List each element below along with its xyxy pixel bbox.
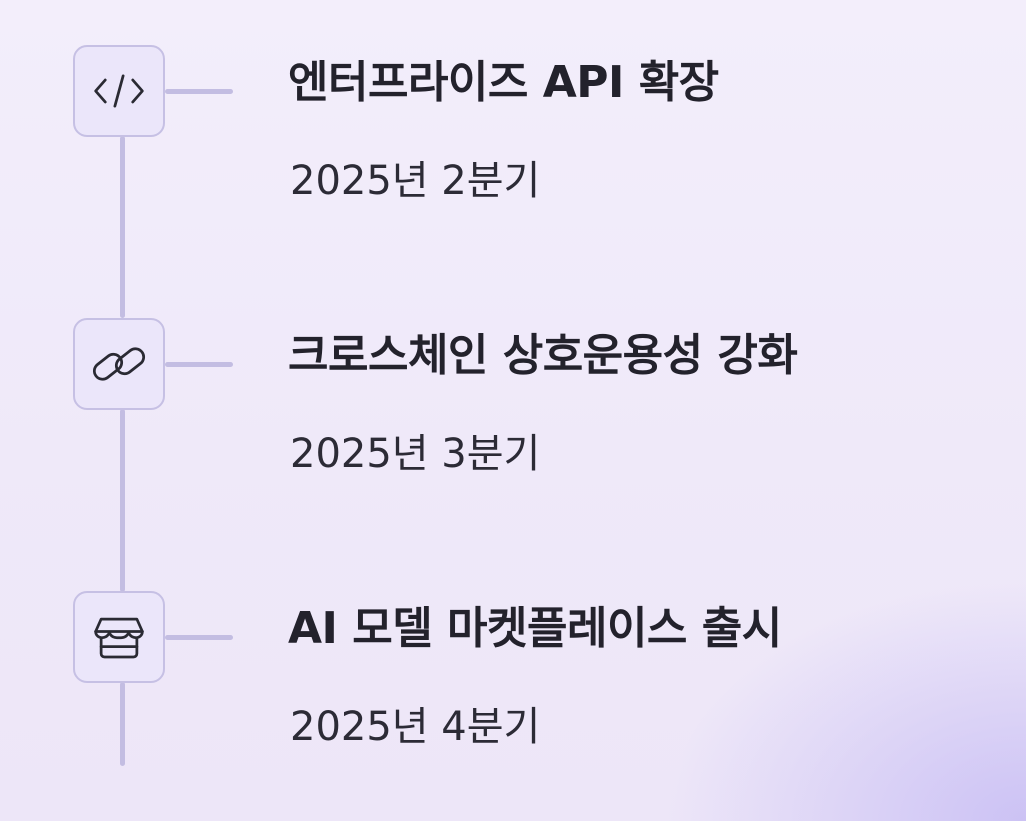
roadmap-item-title: AI 모델 마켓플레이스 출시 [288, 603, 782, 654]
timeline-line-segment [120, 682, 125, 766]
timeline-line-segment [120, 409, 125, 592]
timeline-connector [165, 635, 233, 640]
roadmap-item: AI 모델 마켓플레이스 출시 2025년 4분기 [0, 591, 1026, 751]
roadmap-icon-box [73, 591, 165, 683]
roadmap-item: 크로스체인 상호운용성 강화 2025년 3분기 [0, 318, 1026, 478]
roadmap-item-date: 2025년 3분기 [290, 431, 541, 477]
roadmap-item-date: 2025년 4분기 [290, 704, 541, 750]
roadmap-item-title: 엔터프라이즈 API 확장 [288, 57, 719, 108]
link-icon [92, 347, 146, 381]
timeline-line-segment [120, 136, 125, 318]
roadmap-item-date: 2025년 2분기 [290, 158, 541, 204]
storefront-icon [94, 617, 144, 659]
timeline-connector [165, 89, 233, 94]
timeline-connector [165, 362, 233, 367]
roadmap-icon-box [73, 45, 165, 137]
roadmap-item-title: 크로스체인 상호운용성 강화 [288, 330, 798, 381]
code-icon [94, 74, 144, 108]
roadmap-icon-box [73, 318, 165, 410]
roadmap-item: 엔터프라이즈 API 확장 2025년 2분기 [0, 45, 1026, 205]
